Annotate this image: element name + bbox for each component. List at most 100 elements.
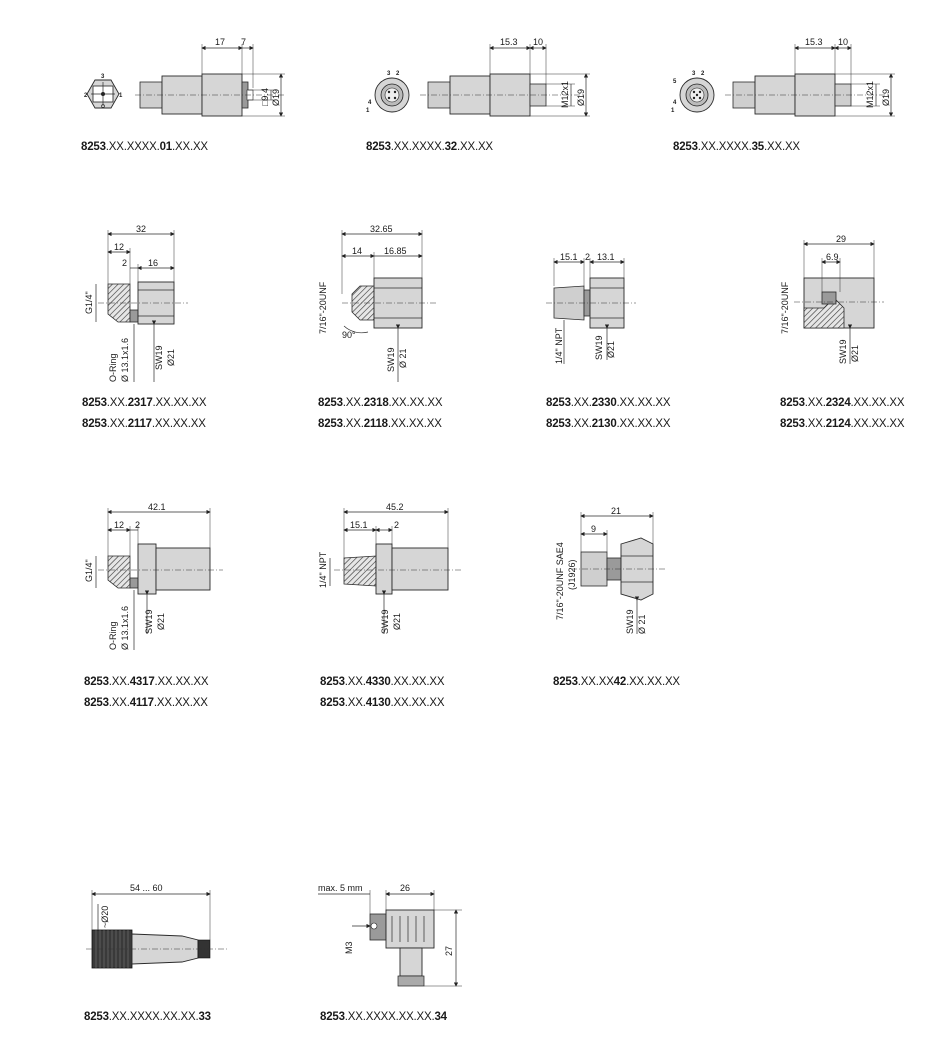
dimension-label: Ø21 [850,345,860,362]
part-caption: 8253.XX.2317.XX.XX.XX [82,397,207,409]
dimension-label: 27 [444,946,454,956]
dimension-label: 2 [122,258,127,268]
part-caption: 8253.XX.2124.XX.XX.XX [780,418,905,430]
part-caption: 8253.XX.XXXX.01.XX.XX [81,141,208,153]
dimension-label: 15.1 [350,520,368,530]
drawing-connector-01: 3 2 1 17 7 □9.4 Ø19 [84,37,285,117]
part-caption: 8253.XX.2117.XX.XX.XX [82,418,206,430]
figure-process-2330: 15.1 2 13.1 1/4" NPT SW19 Ø21 8253.XX.23… [540,222,730,437]
drawing-cable-socket-33: 54 ... 60 ~Ø20 [86,883,228,969]
figure-connector-01: 3 2 1 17 7 □9.4 Ø19 8253.XX.XXXX.01.XX.X… [75,30,305,160]
dimension-label: SW19 [594,335,604,360]
dimension-label: 9 [591,524,596,534]
dimension-label: 2 [135,520,140,530]
dimension-label: Ø19 [576,89,586,106]
drawing-process-2317: 32 12 2 16 G1/4" O-Ring Ø 13.1x1.6 SW19 … [84,224,188,382]
pin-label: 1 [671,108,675,114]
dimension-label: 45.2 [386,502,404,512]
dimension-label: O-Ring [108,353,118,382]
dimension-label: 15.1 [560,252,578,262]
dimension-label: Ø21 [606,341,616,358]
dimension-label: (J1926) [567,559,577,590]
dimension-label: 2 [394,520,399,530]
figure-cable-socket-33: 54 ... 60 ~Ø20 8253.XX.XXXX.XX.XX.33 [78,880,278,1030]
drawing-connector-35: 3 2 5 4 1 15.3 10 M12x1 Ø19 [671,37,895,117]
cable-outlet [399,947,423,977]
dimension-label: Ø 13.1x1.6 [120,606,130,650]
figure-process-2317: 32 12 2 16 G1/4" O-Ring Ø 13.1x1.6 SW19 … [78,222,268,437]
dimension-label: 90° [342,330,356,340]
dimension-label: Ø19 [271,89,281,106]
hex-flange [137,543,157,595]
part-caption: 8253.XX.XXXX.32.XX.XX [366,141,493,153]
dimension-label: 29 [836,234,846,244]
dimension-label: Ø 21 [398,348,408,368]
figure-process-2324: 29 6.9 7/16"-20UNF SW19 Ø21 8253.XX.2324… [774,222,934,437]
dimension-label: SW19 [386,347,396,372]
part-caption: 8253.XX.4117.XX.XX.XX [84,697,208,709]
drawing-process-2324: 29 6.9 7/16"-20UNF SW19 Ø21 [780,234,884,364]
figure-connector-35: 3 2 5 4 1 15.3 10 M12x1 Ø19 8253.XX.XXXX… [665,30,905,160]
section-cut [803,297,845,329]
part-caption: 8253.XX.XXXX.XX.XX.33 [84,1011,211,1023]
dimension-label: SW19 [380,609,390,634]
part-caption: 8253.XX.2324.XX.XX.XX [780,397,905,409]
dimension-label: SW19 [154,345,164,370]
dimension-label: 7/16"-20UNF SAE4 [555,542,565,620]
dimension-label: SW19 [838,339,848,364]
dimension-label: 32 [136,224,146,234]
pin-label: 3 [692,71,696,77]
figure-connector-32: 3 2 4 1 15.3 10 M12x1 Ø19 8253.XX.XXXX.3… [360,30,600,160]
dimension-label: SW19 [625,609,635,634]
dimension-label: 21 [611,506,621,516]
part-caption: 8253.XX.2330.XX.XX.XX [546,397,671,409]
pin-label: 2 [396,71,400,77]
dimension-label: 16 [148,258,158,268]
pin-label: 2 [701,71,705,77]
pin-label: 1 [366,108,370,114]
dimension-label: 1/4" NPT [318,551,328,588]
drawing-process-2330: 15.1 2 13.1 1/4" NPT SW19 Ø21 [546,252,636,364]
dimension-label: M12x1 [560,81,570,108]
drawing-process-4330: 45.2 15.1 2 1/4" NPT SW19 Ø21 [318,502,462,634]
figure-angle-socket-34: max. 5 mm 26 M3 27 8253.XX.XXXX.XX.XX.34 [312,880,512,1030]
sensor-body [391,547,449,591]
part-caption: 8253.XX.4130.XX.XX.XX [320,697,445,709]
thread-section [107,283,131,323]
dimension-label: M12x1 [865,81,875,108]
dimension-label: 13.1 [597,252,615,262]
dimension-label: SW19 [144,609,154,634]
figure-process-42: 21 9 7/16"-20UNF SAE4 (J1926) SW19 Ø 21 … [545,500,735,700]
pin-label: 4 [673,100,677,106]
pin-label: 4 [368,100,372,106]
drawing-angle-socket-34: max. 5 mm 26 M3 27 [318,883,462,987]
socket-housing [385,909,435,949]
part-caption: 8253.XX.2318.XX.XX.XX [318,397,443,409]
dimension-label: 10 [838,37,848,47]
dimension-label: 54 ... 60 [130,883,163,893]
dimension-label: 15.3 [500,37,518,47]
dimension-label: 16.85 [384,246,407,256]
dimension-label: 7 [241,37,246,47]
part-caption: 8253.XX.XXXX.XX.XX.34 [320,1011,447,1023]
pin-label: 5 [673,79,677,85]
figure-process-4317: 42.1 12 2 G1/4" O-Ring Ø 13.1x1.6 SW19 Ø… [78,500,268,715]
pin-label: 2 [84,93,88,99]
dimension-label: 10 [533,37,543,47]
dimension-label: 12 [114,520,124,530]
dimension-label: G1/4" [84,559,94,582]
pin-label: 3 [101,74,105,80]
drawing-process-4317: 42.1 12 2 G1/4" O-Ring Ø 13.1x1.6 SW19 Ø… [84,502,223,650]
part-caption: 8253.XX.2118.XX.XX.XX [318,418,442,430]
dimension-label: 1/4" NPT [554,327,564,364]
dimension-label: Ø21 [392,613,402,630]
drawing-process-2318: 32.65 14 16.85 7/16"-20UNF 90° SW19 Ø 21 [318,224,437,382]
dimension-label: □9.4 [260,88,270,106]
pin-label: 1 [119,93,123,99]
dimension-label: O-Ring [108,621,118,650]
dimension-label: 42.1 [148,502,166,512]
npt-section [343,555,377,587]
dimension-label: 6.9 [826,252,839,262]
screw-icon [370,922,378,930]
figure-process-4330: 45.2 15.1 2 1/4" NPT SW19 Ø21 8253.XX.43… [312,500,502,715]
